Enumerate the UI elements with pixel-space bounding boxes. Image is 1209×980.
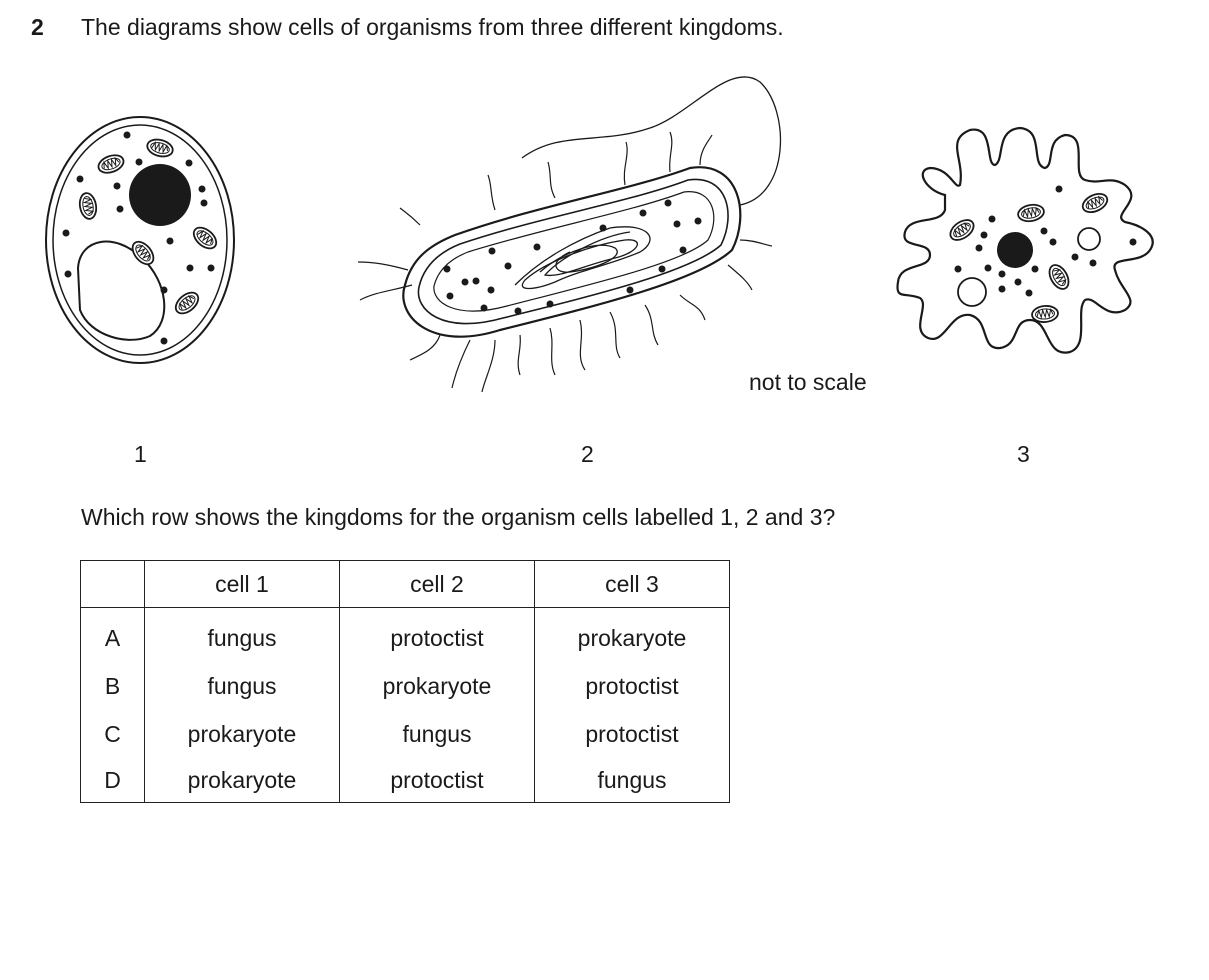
cell-1-label: 1 xyxy=(134,441,147,467)
option-letter: A xyxy=(80,607,145,662)
table-cell: prokaryote xyxy=(534,607,730,662)
table-header xyxy=(80,560,145,608)
option-row-c[interactable]: C prokaryote fungus protoctist xyxy=(80,710,730,758)
table-cell: prokaryote xyxy=(144,710,340,758)
option-letter: C xyxy=(80,710,145,758)
table-cell: fungus xyxy=(144,662,340,710)
table-cell: protoctist xyxy=(534,710,730,758)
cell-3-diagram xyxy=(896,126,1154,354)
question-text: The diagrams show cells of organisms fro… xyxy=(81,14,784,40)
table-cell: fungus xyxy=(534,758,730,803)
cell-2-diagram xyxy=(357,76,782,393)
option-row-a[interactable]: A fungus protoctist prokaryote xyxy=(80,607,730,662)
question-number: 2 xyxy=(31,14,44,40)
table-cell: protoctist xyxy=(339,758,535,803)
option-row-b[interactable]: B fungus prokaryote protoctist xyxy=(80,662,730,710)
table-header: cell 2 xyxy=(339,560,535,608)
option-letter: B xyxy=(80,662,145,710)
cell-3-label: 3 xyxy=(1017,441,1030,467)
cell-diagrams xyxy=(45,76,1154,393)
question-prompt: Which row shows the kingdoms for the org… xyxy=(81,504,836,530)
not-to-scale-note: not to scale xyxy=(749,369,867,395)
option-letter: D xyxy=(80,758,145,803)
table-header: cell 1 xyxy=(144,560,340,608)
table-cell: prokaryote xyxy=(339,662,535,710)
option-row-d[interactable]: D prokaryote protoctist fungus xyxy=(80,758,730,803)
table-header-row: cell 1 cell 2 cell 3 xyxy=(80,560,730,608)
table-cell: fungus xyxy=(144,607,340,662)
cell-2-label: 2 xyxy=(581,441,594,467)
options-table: cell 1 cell 2 cell 3 A fungus protoctist… xyxy=(80,560,730,803)
table-cell: protoctist xyxy=(339,607,535,662)
table-cell: fungus xyxy=(339,710,535,758)
table-cell: prokaryote xyxy=(144,758,340,803)
cell-1-diagram xyxy=(45,116,235,364)
table-cell: protoctist xyxy=(534,662,730,710)
table-header: cell 3 xyxy=(534,560,730,608)
